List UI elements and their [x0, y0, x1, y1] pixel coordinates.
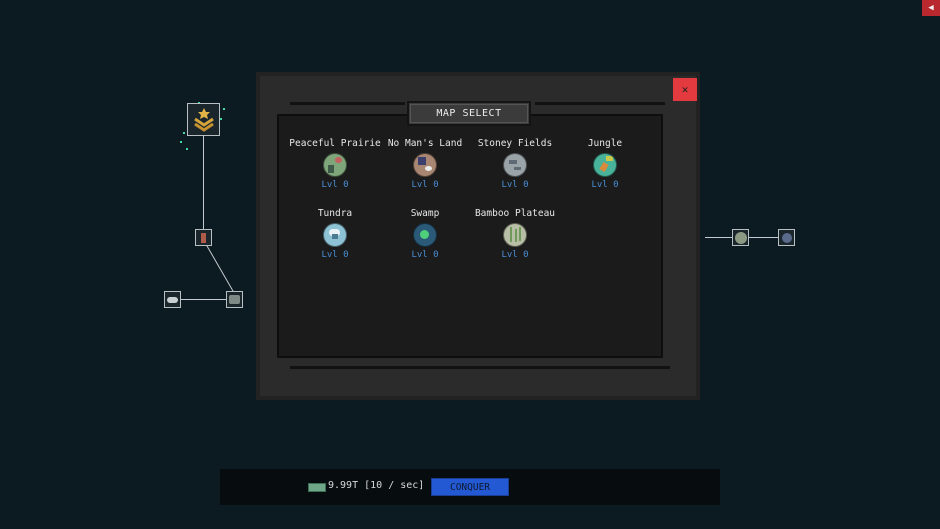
no-mans-land-map-icon — [413, 153, 437, 177]
close-button[interactable]: ✕ — [673, 78, 697, 101]
map-name: Bamboo Plateau — [474, 208, 556, 219]
sound-toggle-button[interactable]: ◀ — [922, 0, 940, 16]
cloud-icon — [167, 296, 178, 303]
map-globe-icon — [734, 231, 747, 244]
map-option-tundra[interactable]: Tundra Lvl 0 — [290, 207, 380, 260]
graph-edge — [748, 237, 778, 238]
map-level: Lvl 0 — [501, 180, 529, 190]
modal-title-text: MAP SELECT — [436, 108, 502, 119]
conquer-button[interactable]: CONQUER — [431, 478, 509, 496]
map-name: Jungle — [587, 138, 623, 149]
modal-title: MAP SELECT — [407, 101, 531, 126]
map-name: Tundra — [317, 208, 353, 219]
map-level: Lvl 0 — [411, 180, 439, 190]
map-level: Lvl 0 — [411, 250, 439, 260]
speaker-icon: ◀ — [928, 3, 934, 13]
swamp-map-icon — [413, 223, 437, 247]
decor-line — [290, 102, 405, 105]
map-level: Lvl 0 — [591, 180, 619, 190]
conquer-label: CONQUER — [449, 481, 491, 493]
stoney-fields-map-icon — [503, 153, 527, 177]
map-level: Lvl 0 — [321, 250, 349, 260]
graph-node-rank[interactable] — [187, 103, 220, 136]
map-name: No Man's Land — [387, 138, 463, 149]
graph-edge — [705, 237, 732, 238]
graph-node-map-1[interactable] — [732, 229, 749, 246]
graph-node-rock[interactable] — [226, 291, 243, 308]
graph-node-map-2[interactable] — [778, 229, 795, 246]
map-option-stoney-fields[interactable]: Stoney Fields Lvl 0 — [470, 137, 560, 190]
tundra-map-icon — [323, 223, 347, 247]
map-option-jungle[interactable]: Jungle Lvl 0 — [560, 137, 650, 190]
map-name: Swamp — [410, 208, 440, 219]
decor-line — [290, 366, 670, 369]
currency-display: 9.99T [10 / sec] — [328, 480, 425, 491]
bamboo-plateau-map-icon — [503, 223, 527, 247]
map-level: Lvl 0 — [501, 250, 529, 260]
cash-icon — [308, 483, 326, 492]
map-option-peaceful-prairie[interactable]: Peaceful Prairie Lvl 0 — [289, 137, 381, 190]
rank-chevron-icon — [193, 107, 214, 132]
graph-edge — [180, 299, 226, 300]
map-option-no-mans-land[interactable]: No Man's Land Lvl 0 — [380, 137, 470, 190]
graph-node-soldier[interactable] — [195, 229, 212, 246]
graph-edge — [206, 245, 235, 294]
map-option-swamp[interactable]: Swamp Lvl 0 — [380, 207, 470, 260]
prairie-map-icon — [323, 153, 347, 177]
close-icon: ✕ — [681, 83, 689, 96]
map-name: Peaceful Prairie — [289, 138, 381, 149]
graph-edge — [203, 136, 204, 229]
rock-icon — [229, 295, 240, 304]
map-name: Stoney Fields — [477, 138, 553, 149]
soldier-icon — [201, 232, 206, 243]
map-level: Lvl 0 — [321, 180, 349, 190]
graph-node-cloud[interactable] — [164, 291, 181, 308]
map-globe-icon — [781, 232, 792, 243]
jungle-map-icon — [593, 153, 617, 177]
decor-line — [535, 102, 665, 105]
map-option-bamboo-plateau[interactable]: Bamboo Plateau Lvl 0 — [470, 207, 560, 260]
